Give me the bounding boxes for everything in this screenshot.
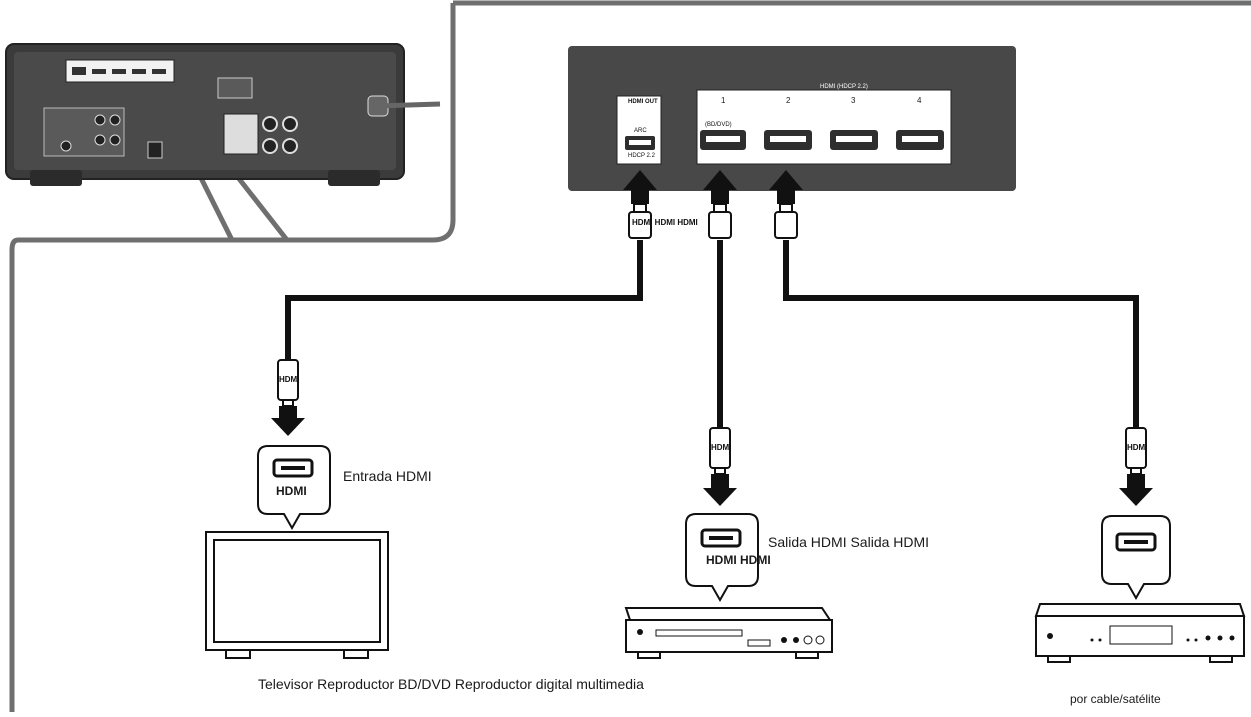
- input1-sub-label: (BD/DVD): [705, 122, 732, 128]
- hdmi-in-port-2: [764, 130, 812, 150]
- zoom-frame-left: [9, 3, 456, 712]
- hdmi-panel-enlarged: [568, 46, 1016, 191]
- bd-dvd-player-icon: [624, 607, 833, 659]
- hdmi-group-label: HDMI (HDCP 2.2): [820, 84, 868, 90]
- arrow-up-in1: [703, 170, 737, 204]
- tv-callout: Entrada HDMI: [343, 468, 432, 484]
- far-right-caption: por cable/satélite: [1070, 692, 1161, 706]
- connector-top-in1: [708, 203, 732, 239]
- bd-port-label: HDMI HDMI: [706, 553, 771, 567]
- arc-label: ARC: [634, 128, 647, 134]
- input-number-3: 3: [851, 96, 856, 105]
- hdmi-in-port-1: [700, 130, 746, 150]
- arrow-down-media: [1119, 474, 1153, 506]
- media-port-bubble: [1101, 515, 1171, 601]
- arrow-up-out: [623, 170, 657, 204]
- hdmi-in-port-4: [896, 130, 944, 150]
- hdmi-out-label: HDMI OUT: [628, 99, 658, 105]
- input-number-2: 2: [786, 96, 791, 105]
- connector-top-in2: [774, 203, 798, 239]
- connector-tv: [277, 359, 299, 407]
- hdcp-label: HDCP 2.2: [628, 153, 655, 159]
- bd-callout: Salida HDMI Salida HDMI: [768, 534, 930, 550]
- input-number-4: 4: [917, 96, 922, 105]
- input-number-1: 1: [721, 96, 726, 105]
- tv-port-label: HDMI: [276, 484, 307, 498]
- cable-to-media: [783, 240, 1139, 428]
- arrow-down-bd: [703, 474, 737, 506]
- cable-to-tv: [285, 240, 643, 360]
- hdmi-out-port: [625, 136, 655, 150]
- cable-tag-bd: HDMI: [711, 443, 732, 452]
- bottom-caption: Televisor Reproductor BD/DVD Reproductor…: [258, 676, 644, 692]
- cable-tag-media: HDMI: [1127, 443, 1148, 452]
- cable-tags-top: HDMI HDMI HDMI: [632, 218, 698, 227]
- arrow-down-tv: [271, 406, 305, 436]
- hdmi-in-port-3: [830, 130, 878, 150]
- media-player-icon: [1034, 603, 1246, 663]
- arrow-up-in2: [769, 170, 803, 204]
- tv-icon: [205, 531, 389, 659]
- cable-tag-tv: HDMI: [279, 375, 300, 384]
- connector-top-out: [628, 203, 652, 239]
- connector-media: [1125, 427, 1147, 475]
- receiver-rear-view: [5, 43, 441, 186]
